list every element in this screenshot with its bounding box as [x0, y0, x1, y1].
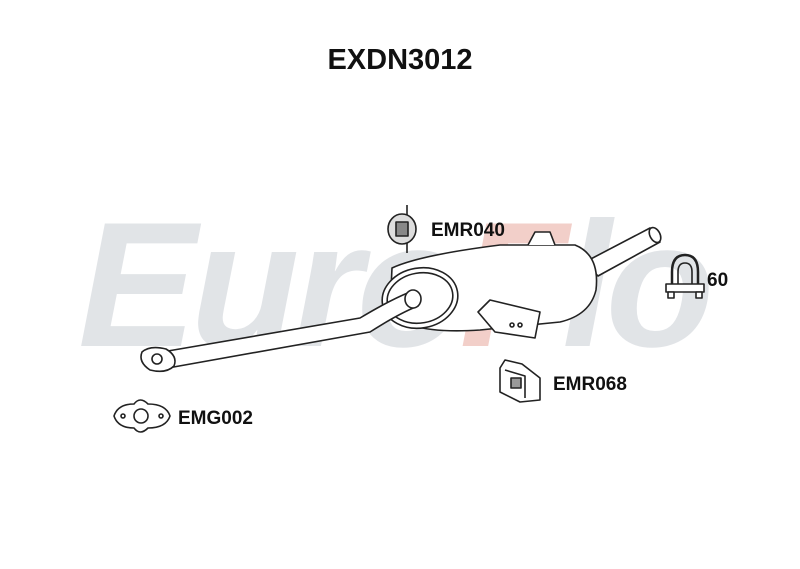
clamp-icon	[665, 253, 705, 299]
part-number-title: EXDN3012	[327, 44, 473, 76]
mounting-rubber-emr040-icon	[387, 205, 417, 253]
gasket-emg002-icon	[113, 399, 171, 433]
silencer-box	[381, 231, 598, 339]
label-emr040: EMR040	[431, 220, 505, 241]
mounting-bracket-emr068-icon	[499, 359, 541, 403]
front-pipe	[140, 289, 422, 373]
label-clamp-60: 60	[707, 270, 729, 291]
label-emg002: EMG002	[178, 408, 253, 429]
tailpipe	[584, 226, 662, 277]
label-emr068: EMR068	[553, 374, 627, 395]
